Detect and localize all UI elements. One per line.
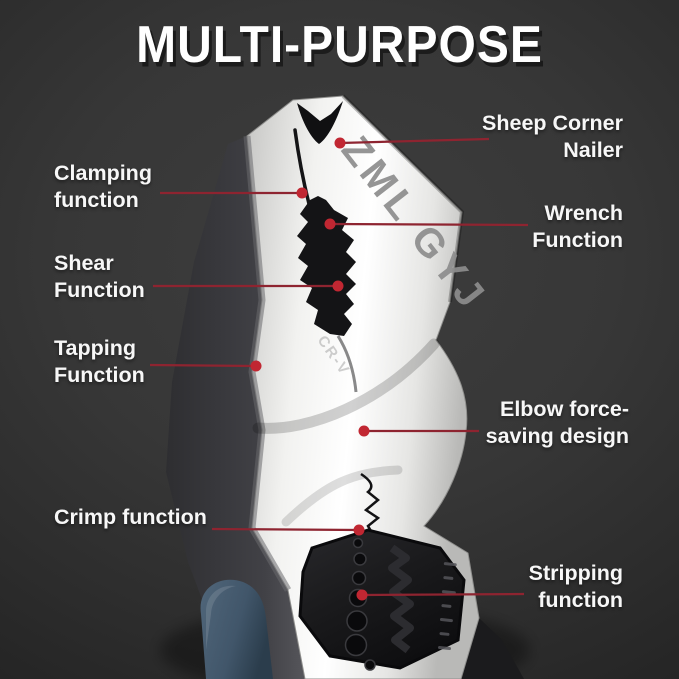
stripping-panel (298, 528, 466, 670)
callout-label-tapping: Tapping Function (54, 336, 145, 388)
jaw-serration-gap (297, 196, 356, 336)
head-right-edge-shade (341, 94, 465, 303)
callout-label-clamping: Clamping function (54, 161, 152, 213)
body-left-bevel (243, 135, 292, 592)
v-notch (297, 101, 343, 144)
grip-left-blue (200, 579, 273, 679)
stripping-teeth (388, 544, 414, 654)
callout-label-sheep-corner-nailer: Sheep Corner Nailer (482, 111, 623, 163)
crimp-zigzag (360, 472, 381, 545)
callout-label-wrench: Wrench Function (532, 201, 623, 253)
jaw-split-line (293, 128, 311, 206)
callout-label-shear: Shear Function (54, 251, 145, 303)
jaw-lower-line (336, 335, 358, 393)
rear-handle-wedge (166, 136, 307, 679)
callout-label-elbow: Elbow force-saving design (485, 397, 629, 449)
pivot-shadow-curve (252, 338, 440, 434)
elbow-shadow-curve (281, 465, 403, 527)
page-title: MULTI-PURPOSE (136, 16, 543, 75)
callout-label-crimp: Crimp function (54, 505, 207, 529)
grip-left-highlight (206, 585, 236, 650)
callout-label-stripping: Stripping function (528, 561, 623, 613)
